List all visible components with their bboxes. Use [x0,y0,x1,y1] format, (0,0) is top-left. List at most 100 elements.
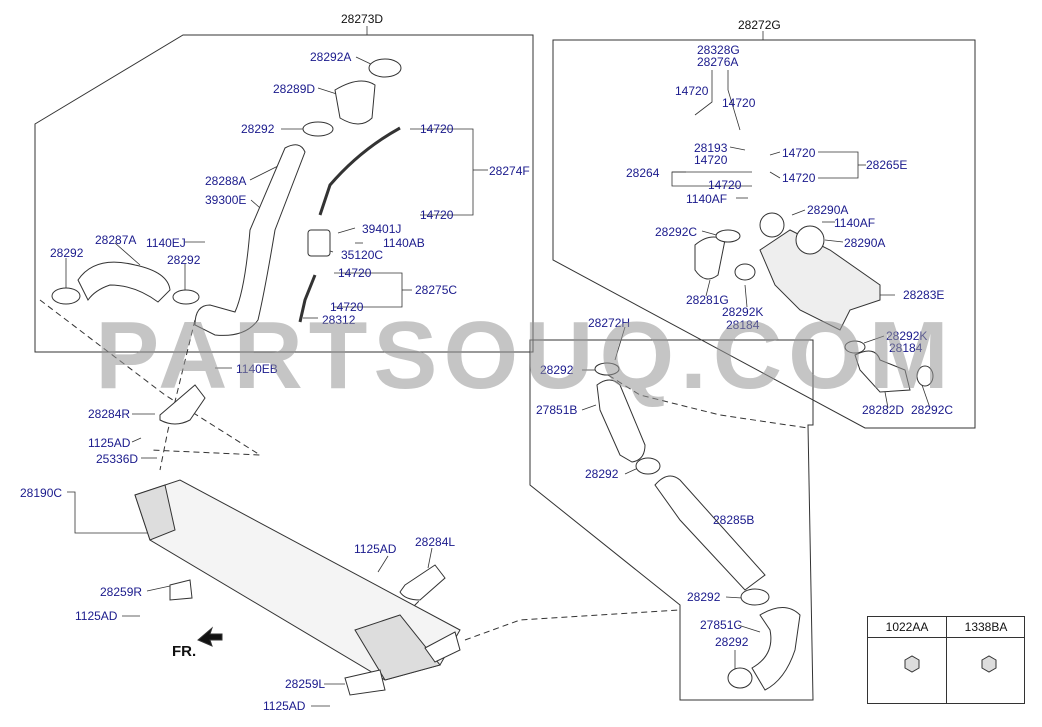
part-label-28283E[interactable]: 28283E [903,288,945,302]
legend-table: 1022AA 1338BA [867,616,1025,704]
part-label-28292[interactable]: 28292 [715,635,749,649]
part-label-1140AB[interactable]: 1140AB [383,236,425,250]
watermark: PARTSOUQ.COM [95,302,955,409]
part-label-28264[interactable]: 28264 [626,166,660,180]
clamp-28292-top [302,121,334,137]
part-label-1140AF[interactable]: 1140AF [834,216,876,230]
bracket-28259R [169,579,193,601]
clamp-28292A [368,58,402,78]
vacuum-line-28275C [298,274,317,323]
part-label-27851C[interactable]: 27851C [700,618,743,632]
part-label-1125AD[interactable]: 1125AD [88,436,131,450]
part-label-1140EJ[interactable]: 1140EJ [146,236,186,250]
part-label-28292K[interactable]: 28292K [722,305,764,319]
part-label-28292C[interactable]: 28292C [911,403,954,417]
nut-1022AA-icon [904,655,920,673]
part-label-1140AF[interactable]: 1140AF [686,192,728,206]
legend-header-1022AA: 1022AA [868,617,946,638]
bracket-28284L [399,564,446,601]
part-label-28259R[interactable]: 28259R [100,585,143,599]
clamp-28292K-right [844,340,866,354]
part-label-1140EB[interactable]: 1140EB [236,362,278,376]
part-label-35120C[interactable]: 35120C [341,248,384,262]
hose-28281G [694,236,726,280]
hose-28287A [77,261,171,303]
part-label-14720[interactable]: 14720 [420,208,454,222]
front-direction-label: FR. [172,643,197,660]
part-label-14720[interactable]: 14720 [782,146,816,160]
group-label-28272G[interactable]: 28272G [738,18,781,32]
part-label-14720[interactable]: 14720 [722,96,756,110]
clamp-28292-h3 [740,588,770,606]
hose-27851C [751,607,801,691]
pipe-28285B [654,475,766,591]
legend-cell-1022AA[interactable]: 1022AA [868,617,946,703]
part-label-28292A[interactable]: 28292A [310,50,352,64]
frame-28272H [529,339,814,701]
part-label-28292[interactable]: 28292 [167,253,201,267]
part-label-28282D[interactable]: 28282D [862,403,905,417]
part-label-14720[interactable]: 14720 [330,300,364,314]
part-label-28292[interactable]: 28292 [687,590,721,604]
part-label-28259L[interactable]: 28259L [285,677,326,691]
part-label-28190C[interactable]: 28190C [20,486,63,500]
part-label-28184[interactable]: 28184 [889,341,923,355]
part-label-28292[interactable]: 28292 [540,363,574,377]
direction-arrow-icon [197,626,223,647]
part-label-39300E[interactable]: 39300E [205,193,247,207]
part-label-39401J[interactable]: 39401J [362,222,402,236]
hoses [51,58,997,696]
part-label-28290A[interactable]: 28290A [807,203,849,217]
part-label-28292[interactable]: 28292 [585,467,619,481]
part-label-27851B[interactable]: 27851B [536,403,578,417]
legend-header-1338BA: 1338BA [947,617,1025,638]
part-label-28292K[interactable]: 28292K [886,329,928,343]
part-label-14720[interactable]: 14720 [708,178,742,192]
group-label-28273D[interactable]: 28273D [341,12,384,26]
part-label-14720[interactable]: 14720 [420,122,454,136]
part-label-28265E[interactable]: 28265E [866,158,908,172]
legend-cell-1338BA[interactable]: 1338BA [946,617,1025,703]
bracket-28284R [159,384,206,425]
intercooler-tank-left [134,484,176,541]
part-label-1125AD[interactable]: 1125AD [75,609,118,623]
part-label-28287A[interactable]: 28287A [95,233,137,247]
part-label-28328G[interactable]: 28328G [697,43,740,57]
frame-28272G [552,39,976,429]
part-label-1125AD[interactable]: 1125AD [263,699,306,713]
part-label-28193[interactable]: 28193 [694,141,728,155]
frame-28273D [34,34,534,353]
part-label-28284R[interactable]: 28284R [88,407,131,421]
part-label-28292[interactable]: 28292 [241,122,275,136]
part-label-28272H[interactable]: 28272H [588,316,631,330]
part-label-28289D[interactable]: 28289D [273,82,316,96]
part-label-28284L[interactable]: 28284L [415,535,456,549]
clamp-28292C [715,229,741,243]
part-label-28312[interactable]: 28312 [322,313,356,327]
part-label-14720[interactable]: 14720 [782,171,816,185]
part-label-28281G[interactable]: 28281G [686,293,729,307]
part-label-28275C[interactable]: 28275C [415,283,458,297]
nut-1338BA-icon [981,655,997,673]
part-label-14720[interactable]: 14720 [675,84,709,98]
part-label-28285B[interactable]: 28285B [713,513,755,527]
clamp-28292C-right [916,365,934,387]
part-label-1125AD[interactable]: 1125AD [354,542,397,556]
valve-28290A-2 [759,212,785,238]
part-label-25336D[interactable]: 25336D [96,452,139,466]
part-label-28292[interactable]: 28292 [50,246,84,260]
part-label-14720[interactable]: 14720 [694,153,728,167]
part-label-28288A[interactable]: 28288A [205,174,247,188]
part-label-14720[interactable]: 14720 [338,266,372,280]
part-label-28276A[interactable]: 28276A [697,55,739,69]
part-label-28274F[interactable]: 28274F [489,164,530,178]
part-label-28292C[interactable]: 28292C [655,225,698,239]
part-label-28184[interactable]: 28184 [726,318,760,332]
clamp-28292-h2 [635,457,661,475]
part-label-28290A[interactable]: 28290A [844,236,886,250]
intercooler-tank-right [354,614,441,681]
clamp-28292K [734,263,756,281]
clamp-28292-mid [172,289,200,305]
